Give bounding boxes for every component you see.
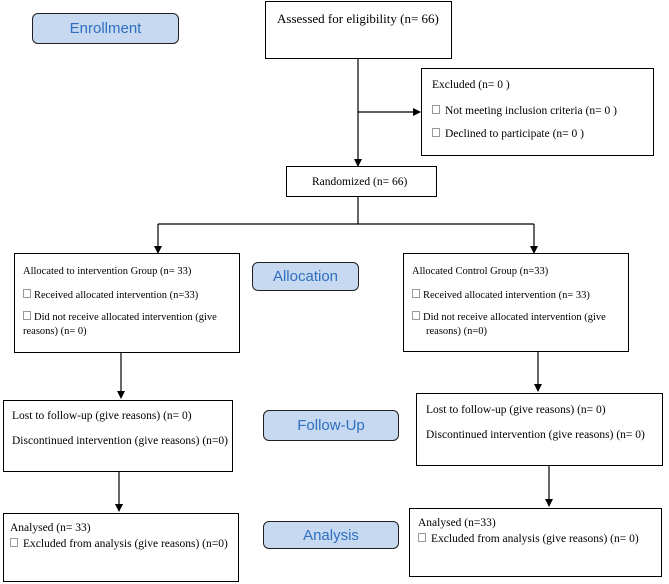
- control-received: Received allocated intervention (n= 33): [412, 289, 590, 302]
- control-excluded-analysis: Excluded from analysis (give reasons) (n…: [418, 532, 639, 546]
- bullet-square-icon: [23, 311, 31, 320]
- control-allocated-text: Allocated Control Group (n=33): [412, 266, 549, 277]
- control-analysed-text: Analysed (n=33): [418, 517, 496, 529]
- intervention-not-received-cont: reasons) (n= 0): [23, 326, 87, 337]
- control-not-received-cont: reasons) (n=0): [426, 326, 488, 337]
- control-followup-box: Lost to follow-up (give reasons) (n= 0) …: [416, 393, 663, 466]
- bullet-square-icon: [10, 538, 18, 547]
- intervention-allocated-text: Allocated to intervention Group (n= 33): [23, 266, 192, 277]
- intervention-excluded-analysis: Excluded from analysis (give reasons) (n…: [10, 537, 228, 551]
- control-allocation-box: Allocated Control Group (n=33) Received …: [403, 253, 629, 352]
- intervention-not-received: Did not receive allocated intervention (…: [23, 311, 217, 324]
- intervention-followup-box: Lost to follow-up (give reasons) (n= 0) …: [3, 400, 233, 472]
- intervention-lost-text: Lost to follow-up (give reasons) (n= 0): [12, 410, 192, 422]
- bullet-square-icon: [23, 289, 31, 298]
- intervention-allocation-box: Allocated to intervention Group (n= 33) …: [14, 253, 240, 353]
- bullet-square-icon: [432, 128, 440, 137]
- excluded-box: Excluded (n= 0 ) Not meeting inclusion c…: [421, 68, 654, 156]
- excluded-item: Not meeting inclusion criteria (n= 0 ): [432, 104, 617, 118]
- stage-analysis: Analysis: [263, 521, 399, 549]
- bullet-square-icon: [432, 105, 440, 114]
- control-not-received: Did not receive allocated intervention (…: [412, 311, 606, 324]
- control-lost-text: Lost to follow-up (give reasons) (n= 0): [426, 404, 606, 416]
- randomized-box: Randomized (n= 66): [286, 166, 437, 197]
- intervention-analysed-text: Analysed (n= 33): [10, 522, 91, 534]
- intervention-discontinued-text: Discontinued intervention (give reasons)…: [12, 435, 228, 447]
- intervention-analysis-box: Analysed (n= 33) Excluded from analysis …: [3, 513, 239, 582]
- stage-enrollment: Enrollment: [32, 13, 179, 44]
- randomized-text: Randomized (n= 66): [312, 176, 408, 188]
- stage-follow-up: Follow-Up: [263, 410, 399, 441]
- excluded-item: Declined to participate (n= 0 ): [432, 127, 584, 141]
- excluded-title: Excluded (n= 0 ): [432, 79, 510, 91]
- stage-allocation: Allocation: [252, 262, 359, 291]
- intervention-received: Received allocated intervention (n=33): [23, 289, 198, 302]
- assessed-text: Assessed for eligibility (n= 66): [277, 11, 439, 26]
- bullet-square-icon: [418, 533, 426, 542]
- control-analysis-box: Analysed (n=33) Excluded from analysis (…: [409, 508, 662, 577]
- assessed-box: Assessed for eligibility (n= 66): [265, 1, 452, 59]
- control-discontinued-text: Discontinued intervention (give reasons)…: [426, 429, 645, 441]
- bullet-square-icon: [412, 311, 420, 320]
- bullet-square-icon: [412, 289, 420, 298]
